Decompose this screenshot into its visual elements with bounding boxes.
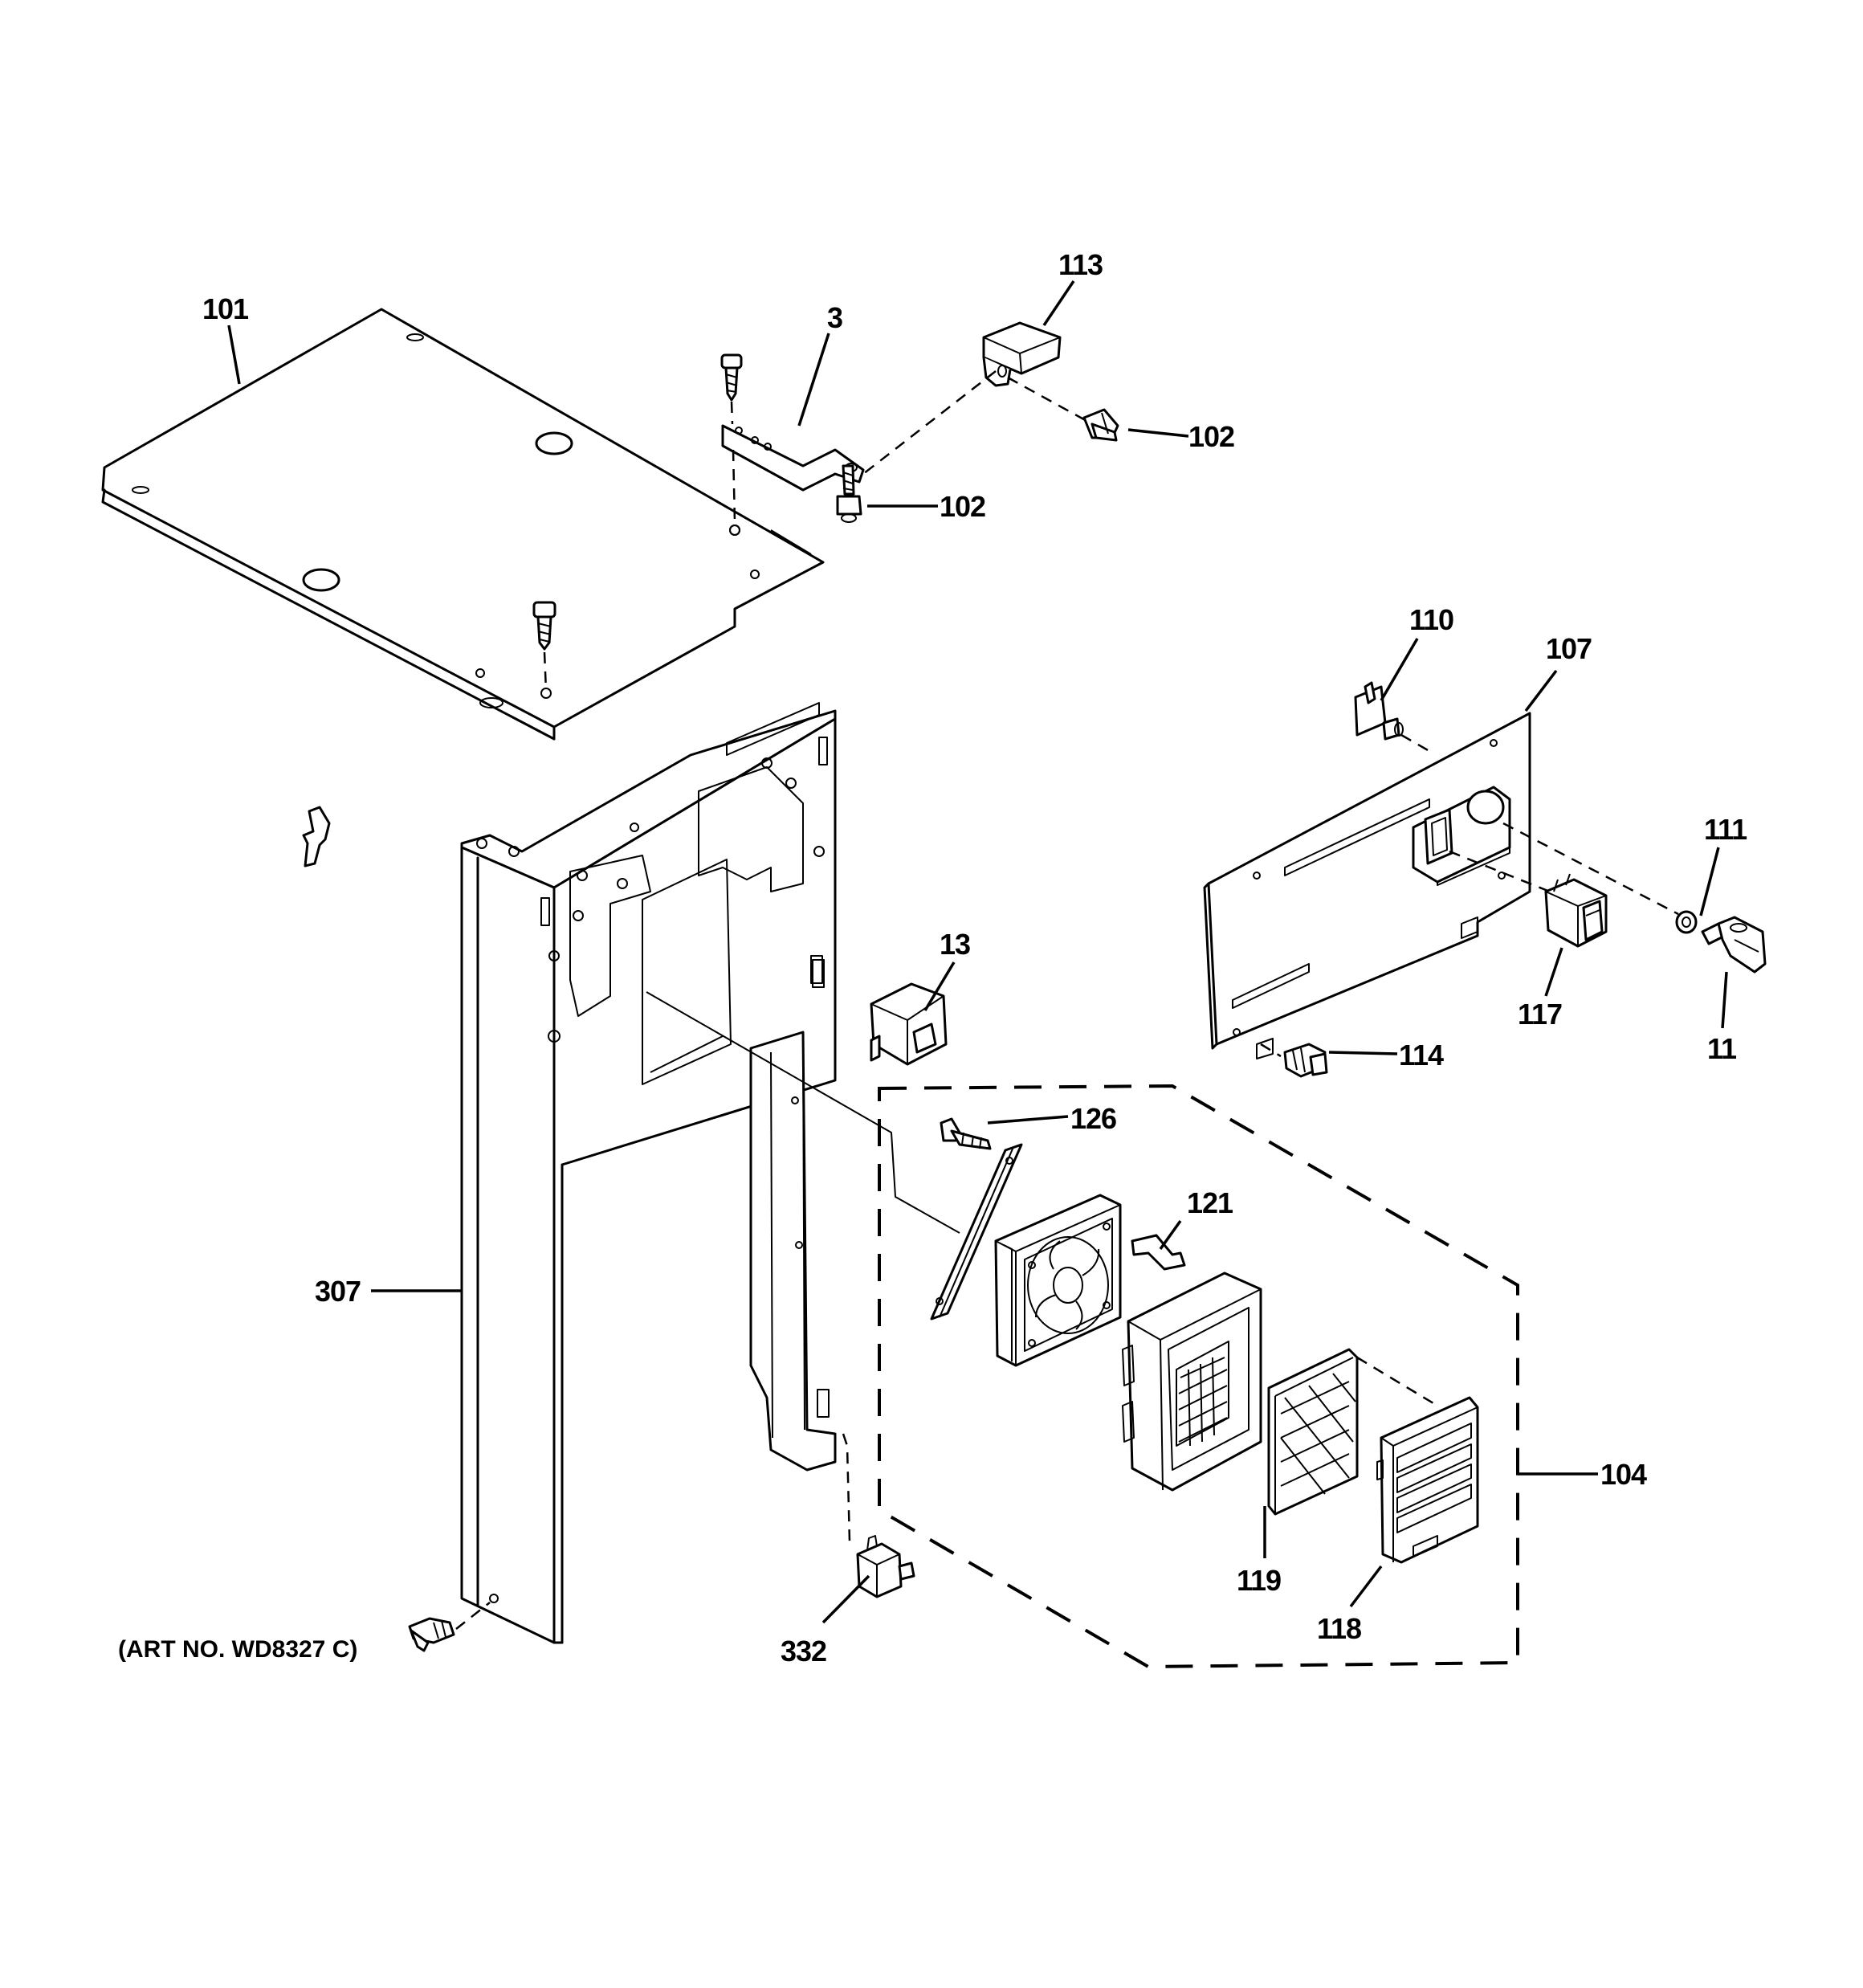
callout-13: 13	[940, 928, 970, 961]
switch-332	[856, 1535, 915, 1598]
control-panel	[1203, 712, 1531, 1059]
callout-121: 121	[1187, 1186, 1233, 1219]
filter-119	[1267, 1348, 1438, 1516]
main-frame	[460, 702, 837, 1644]
callout-102-upper: 102	[1188, 420, 1234, 453]
clip-113	[862, 321, 1062, 475]
fan-shroud	[1122, 1272, 1262, 1492]
loose-clip	[302, 806, 331, 867]
top-cover-panel	[101, 308, 825, 741]
callout-117: 117	[1518, 998, 1562, 1031]
callout-119: 119	[1237, 1564, 1281, 1597]
callout-11: 11	[1707, 1032, 1737, 1065]
screw-102-upper	[1007, 376, 1119, 442]
callout-104: 104	[1600, 1458, 1647, 1491]
bracket	[721, 424, 865, 536]
callout-332: 332	[781, 1635, 826, 1668]
screw-102-lower	[836, 464, 862, 523]
fan	[994, 1194, 1122, 1367]
leader-lines	[227, 280, 1728, 1624]
callout-113: 113	[1058, 248, 1103, 281]
rocker-switch-117	[1449, 850, 1608, 948]
callout-101: 101	[202, 292, 249, 325]
callout-3: 3	[827, 301, 842, 334]
callout-102-lower: 102	[940, 490, 985, 523]
callout-126: 126	[1070, 1102, 1116, 1135]
callout-labels: 101 3 113 102 102 110 107 111 13 117 11 …	[118, 248, 1748, 1668]
fan-alignment-lines	[646, 991, 960, 1543]
screw-114	[1260, 1043, 1328, 1078]
callout-107: 107	[1546, 632, 1592, 665]
callout-118: 118	[1317, 1612, 1361, 1645]
fan-assembly-enclosure	[878, 1084, 1519, 1669]
screw-126	[940, 1117, 992, 1150]
top-cover-screw	[532, 601, 556, 692]
fan-mounting-strip	[930, 1143, 1023, 1321]
rocker-switch-13	[812, 959, 948, 1066]
callout-110: 110	[1409, 603, 1453, 636]
callout-307: 307	[315, 1275, 361, 1308]
callout-114: 114	[1399, 1039, 1444, 1072]
knob-assembly	[1502, 822, 1767, 974]
bracket-top-screw	[720, 353, 743, 425]
grille-118	[1376, 1396, 1479, 1564]
art-number: (ART NO. WD8327 C)	[118, 1636, 357, 1663]
clip-121	[1131, 1234, 1186, 1271]
bottom-screw	[408, 1602, 491, 1652]
push-button-110	[1354, 681, 1430, 753]
callout-111: 111	[1704, 813, 1747, 846]
